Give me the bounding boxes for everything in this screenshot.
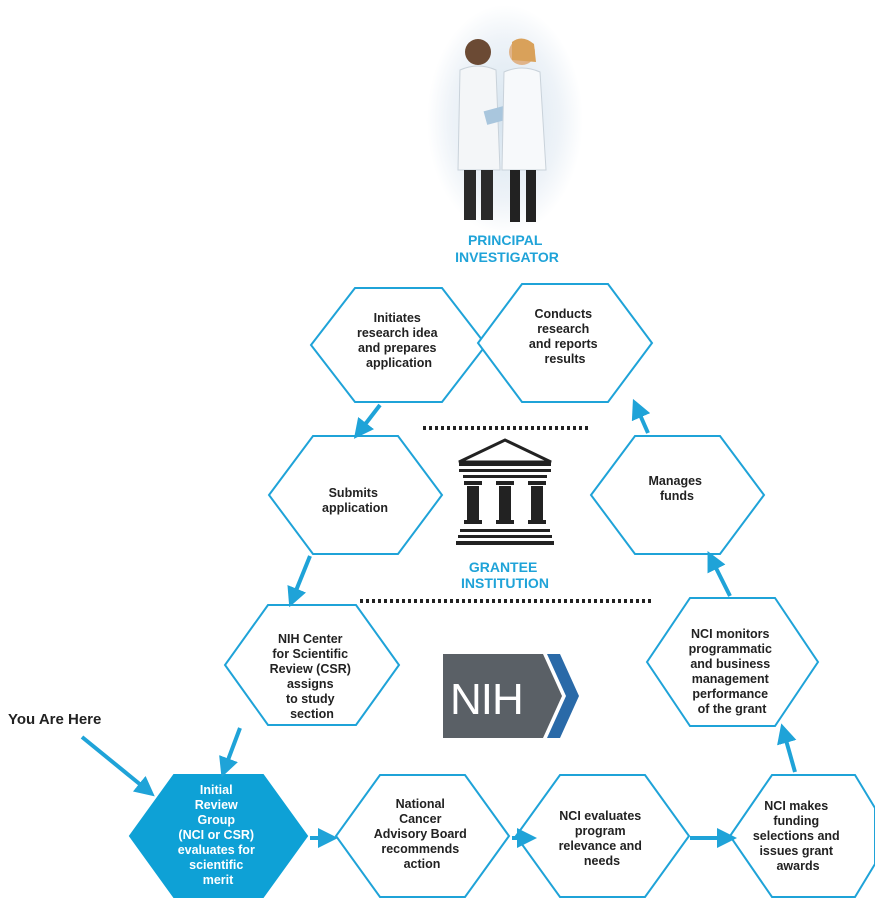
flow-arrows [80,398,797,848]
arrow-manages-to-conducts [631,398,651,434]
hex-ncab: National Cancer Advisory Board recommend… [334,774,511,898]
hex-funding-label: NCI makes funding selections and issues … [753,799,843,873]
nih-logo-text: NIH [450,675,523,724]
hex-conducts-label: Conducts research and reports results [529,307,601,366]
arrow-csr-to-irg [219,727,242,778]
arrow-submits-to-csr [287,555,312,608]
hex-conducts: Conducts research and reports results [476,283,654,403]
nih-logo: NIH [443,654,579,738]
hex-manages: Manages funds [589,435,766,555]
hex-submits: Submits application [267,435,444,555]
hex-irg-label: Initial Review Group (NCI or CSR) evalua… [178,783,259,887]
hex-monitors: NCI monitors programmatic and business m… [645,597,820,727]
hex-initial-review-group: Initial Review Group (NCI or CSR) evalua… [128,774,309,898]
hex-nci-funding: NCI makes funding selections and issues … [728,774,875,898]
arrow-funding-to-monitors [777,723,797,773]
principal-investigator-label: PRINCIPAL INVESTIGATOR [455,232,559,265]
hex-csr: NIH Center for Scientific Review (CSR) a… [223,604,401,726]
hex-monitors-label: NCI monitors programmatic and business m… [689,627,776,716]
institution-building-icon [456,438,554,545]
grantee-institution-label: GRANTEE INSTITUTION [461,559,549,591]
hex-evaluates-label: NCI evaluates program relevance and need… [559,809,646,868]
arrow-monitors-to-manages [707,551,732,597]
hex-manages-label: Manages funds [649,474,706,503]
arrow-initiates-to-submits [353,403,382,439]
you-are-here-label: You Are Here [8,711,101,728]
hex-initiates: Initiates research idea and prepares app… [309,287,488,403]
hex-nci-evaluates: NCI evaluates program relevance and need… [514,774,691,898]
hex-ncab-label: National Cancer Advisory Board recommend… [374,797,471,871]
principal-investigator-illustration [427,5,583,235]
hex-csr-label: NIH Center for Scientific Review (CSR) a… [270,632,355,721]
hex-initiates-label: Initiates research idea and prepares app… [357,311,441,370]
hex-submits-label: Submits application [322,486,388,515]
you-are-here-arrow [80,735,155,797]
pi-line-1: PRINCIPAL [468,232,543,248]
pi-line-2: INVESTIGATOR [455,249,559,265]
